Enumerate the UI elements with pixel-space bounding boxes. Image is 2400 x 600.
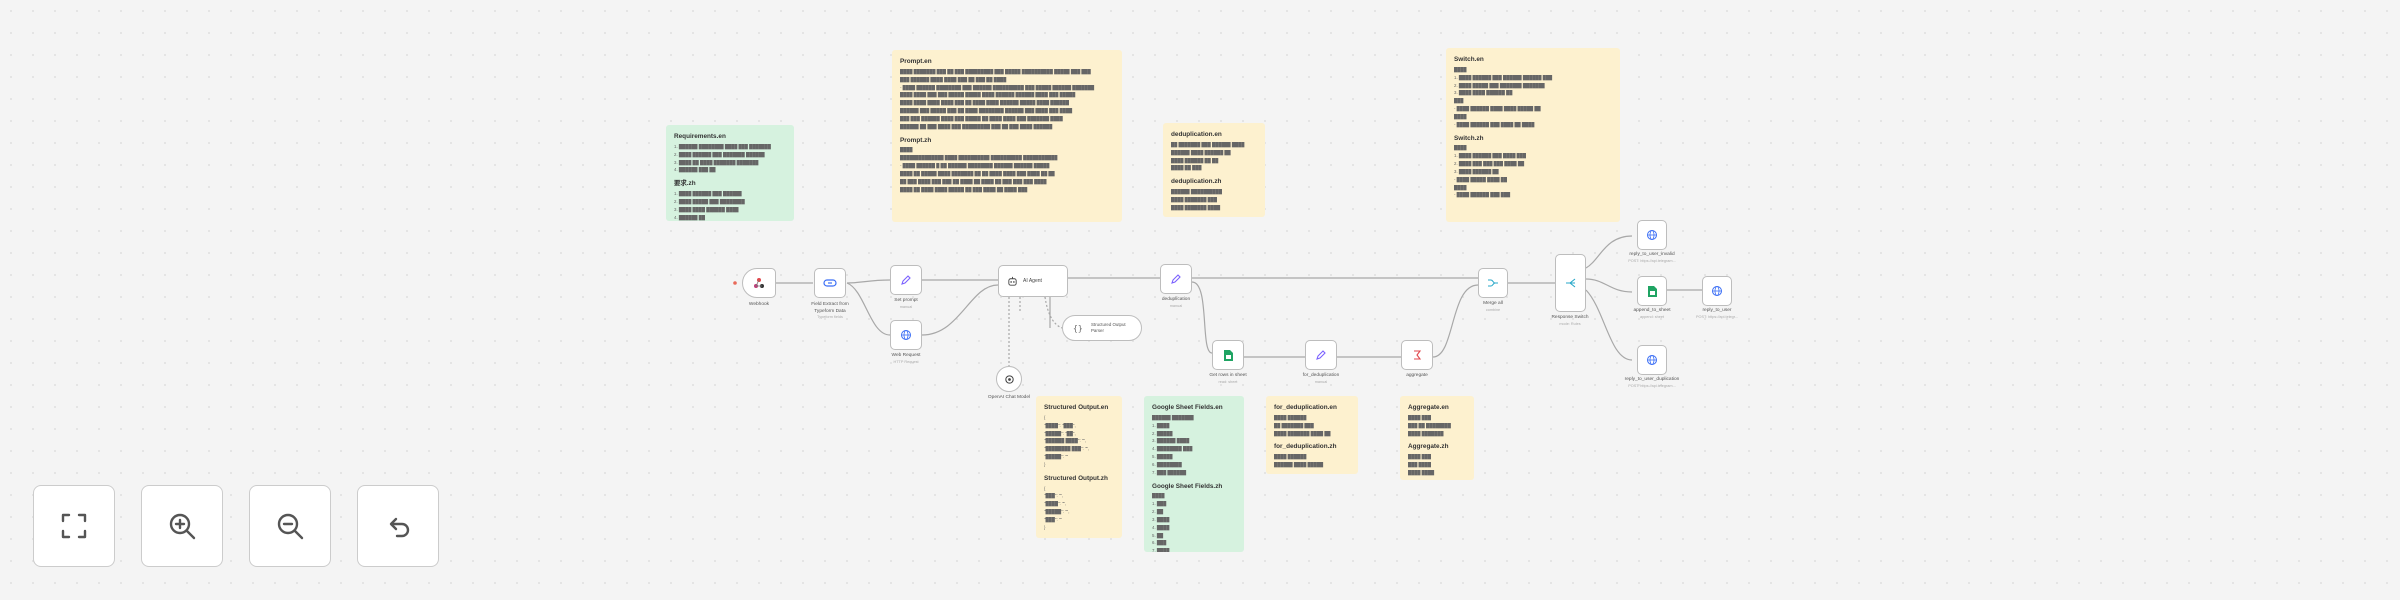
google-sheets-icon xyxy=(1645,284,1659,298)
node-label: Webhook xyxy=(748,302,770,307)
openai-icon xyxy=(1002,372,1016,386)
ai-agent-node[interactable]: AI Agent xyxy=(998,265,1068,297)
note-title: deduplication.zh xyxy=(1171,178,1222,186)
fit-view-button[interactable] xyxy=(33,485,115,567)
sticky-aggregate[interactable]: Aggregate.en ████ ███ ███ ██ ████████ ██… xyxy=(1400,396,1474,480)
aggregate-icon xyxy=(1410,348,1424,362)
note-title: Prompt.en xyxy=(900,58,932,65)
robot-icon xyxy=(1005,274,1019,288)
globe-icon xyxy=(1710,284,1724,298)
pencil-icon xyxy=(899,273,913,287)
switch-node[interactable] xyxy=(1555,254,1586,312)
note-title: Structured Output.en xyxy=(1044,404,1109,411)
globe-icon xyxy=(899,328,913,342)
note-title: Aggregate.en xyxy=(1408,404,1449,411)
note-title: Google Sheet Fields.en xyxy=(1152,404,1223,411)
note-title: Switch.en xyxy=(1454,56,1484,63)
wire xyxy=(1191,281,1213,354)
typeform-icon xyxy=(823,276,837,290)
reset-zoom-button[interactable] xyxy=(357,485,439,567)
typeform-node[interactable] xyxy=(814,268,846,298)
note-title: Requirements.en xyxy=(674,133,726,140)
pencil-icon xyxy=(1314,348,1328,362)
webhook-node[interactable] xyxy=(742,268,776,298)
merge-icon xyxy=(1486,276,1500,290)
merge-node[interactable] xyxy=(1478,268,1508,298)
sticky-prompt[interactable]: Prompt.en ████ ███████ ███ ██ ███ ██████… xyxy=(892,50,1122,222)
note-title: deduplication.en xyxy=(1171,131,1222,138)
braces-icon: {} xyxy=(1071,321,1085,335)
reply-duplication-node[interactable] xyxy=(1637,345,1667,375)
note-title: Structured Output.zh xyxy=(1044,474,1108,482)
node-label: OpenAI Chat Model xyxy=(987,395,1031,400)
undo-icon xyxy=(389,517,410,538)
note-title: for_deduplication.en xyxy=(1274,404,1337,411)
note-title: Google Sheet Fields.zh xyxy=(1152,482,1223,490)
note-title: Switch.zh xyxy=(1454,134,1484,142)
zoom-in-icon xyxy=(169,513,196,540)
deduplication-set-node[interactable] xyxy=(1160,264,1192,294)
pencil-icon xyxy=(1169,272,1183,286)
node-title: AI Agent xyxy=(1023,278,1042,284)
switch-icon xyxy=(1564,276,1578,290)
node-label: aggregate xyxy=(1406,373,1428,378)
openai-model-node[interactable] xyxy=(996,366,1022,392)
globe-icon xyxy=(1645,228,1659,242)
globe-icon xyxy=(1645,353,1659,367)
zoom-out-button[interactable] xyxy=(249,485,331,567)
sticky-structured-output[interactable]: Structured Output.en { "████": "███", "█… xyxy=(1036,396,1122,538)
wire xyxy=(846,279,891,284)
reply-invalid-node[interactable] xyxy=(1637,220,1667,250)
wire xyxy=(921,284,999,336)
sticky-switch[interactable]: Switch.en ████ 1. ████ ██████ ███ ██████… xyxy=(1446,48,1620,222)
sticky-google-sheet-fields[interactable]: Google Sheet Fields.en ██████ ███████ 1.… xyxy=(1144,396,1244,552)
http-request-node[interactable] xyxy=(890,320,922,350)
sticky-for-deduplication[interactable]: for_deduplication.en ████ ██████ ██ ████… xyxy=(1266,396,1358,474)
zoom-out-icon xyxy=(277,513,304,540)
note-title: for_deduplication.zh xyxy=(1274,443,1337,451)
note-title: Aggregate.zh xyxy=(1408,443,1449,451)
wire xyxy=(1585,235,1633,269)
note-title: Prompt.zh xyxy=(900,136,932,144)
set-prompt-node[interactable] xyxy=(890,265,922,295)
zoom-in-button[interactable] xyxy=(141,485,223,567)
wire xyxy=(1585,289,1633,361)
reply-user-node[interactable] xyxy=(1702,276,1732,306)
append-sheet-node[interactable] xyxy=(1637,276,1667,306)
google-sheets-icon xyxy=(1221,348,1235,362)
wire xyxy=(1432,284,1479,358)
for-deduplication-set-node[interactable] xyxy=(1305,340,1337,370)
wire xyxy=(846,282,891,336)
wire xyxy=(1585,278,1633,293)
fullscreen-icon xyxy=(61,513,87,539)
webhook-icon xyxy=(752,276,766,290)
google-sheets-read-node[interactable] xyxy=(1212,340,1244,370)
note-title: 要求.zh xyxy=(674,180,696,188)
aggregate-node[interactable] xyxy=(1401,340,1433,370)
sticky-requirements[interactable]: Requirements.en 1. ██████ ████████ ████ … xyxy=(666,125,794,221)
svg-text:{}: {} xyxy=(1073,324,1083,333)
sticky-deduplication[interactable]: deduplication.en ██ ███████ ███ ██████ █… xyxy=(1163,123,1265,217)
webhook-input-dot xyxy=(733,281,737,285)
